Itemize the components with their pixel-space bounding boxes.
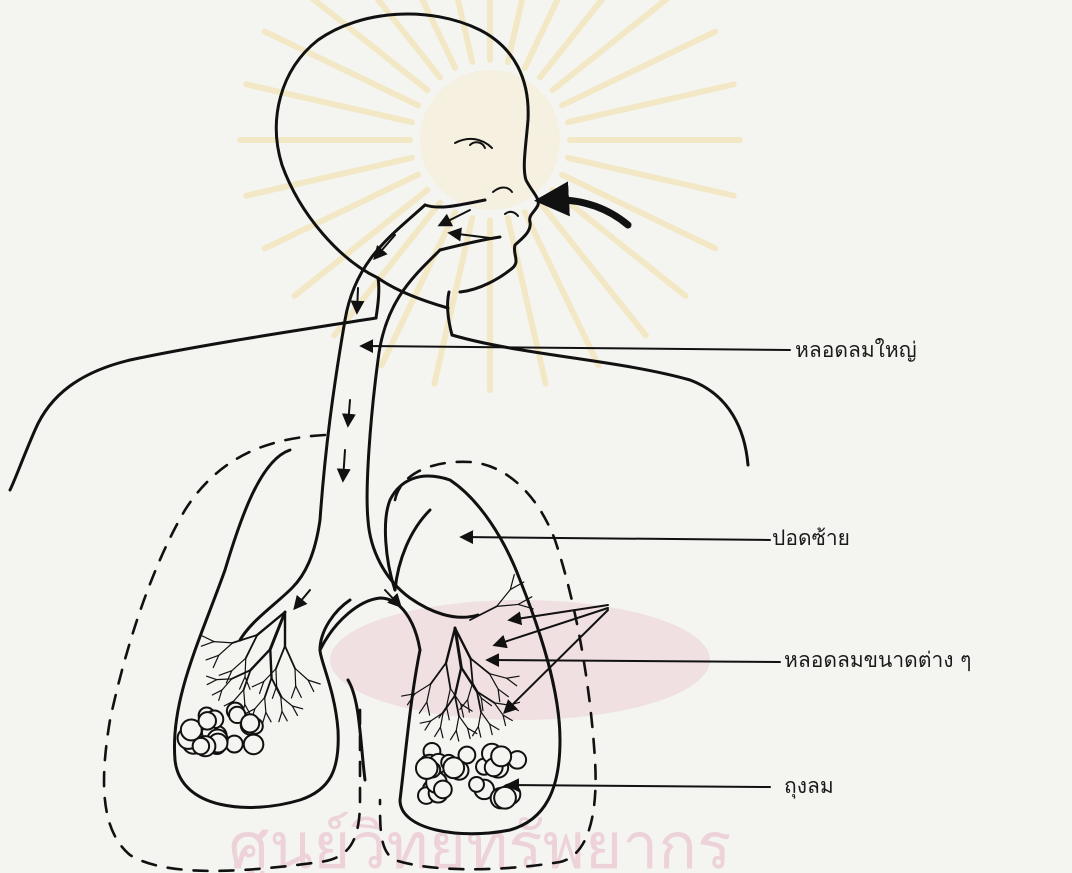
bronchus-branch (295, 668, 296, 686)
leader-alveoli (508, 785, 770, 787)
bronchus-branch (435, 727, 441, 736)
bronchi-tree-right (201, 612, 320, 723)
bronchus-branch (244, 690, 245, 705)
alveolus (491, 746, 511, 766)
bronchus-branch (245, 658, 246, 677)
bronchus-branch (272, 686, 276, 698)
bronchus-branch (450, 731, 456, 740)
bronchus-branch (276, 646, 285, 669)
bronchus-branch (285, 646, 295, 668)
heart-notch (348, 680, 365, 780)
flow-arrow-trachea-1 (357, 288, 358, 312)
bronchus-branch (214, 642, 233, 643)
bronchus-branch (265, 678, 272, 698)
bronchus-branch (232, 658, 246, 670)
alveolus (193, 738, 209, 754)
label-left-lung: ปอดซ้าย (772, 528, 850, 549)
bronchus-branch (207, 680, 217, 685)
flow-arrow-trachea-2 (348, 400, 350, 425)
bronchus-branch (222, 679, 232, 690)
bronchus-branch (263, 712, 266, 722)
bronchus-branch (456, 731, 459, 741)
leader-trachea (362, 346, 790, 350)
alveolus (443, 757, 464, 778)
bronchus-branch (456, 716, 459, 731)
bronchus-branch (234, 690, 244, 701)
bronchus-branch (276, 669, 277, 687)
shoulder-right (452, 335, 748, 465)
watermark-sunburst (240, 0, 740, 390)
alveolus (469, 777, 484, 792)
bronchus-branch (202, 636, 214, 642)
flow-arrow-trachea-3 (343, 450, 345, 480)
bronchus-branch (282, 711, 287, 720)
bronchus-branch (295, 668, 308, 680)
bronchus-branch (219, 643, 233, 655)
bronchus-branch (459, 716, 468, 728)
label-trachea: หลอดลมใหญ่ (795, 340, 917, 361)
bronchus-branch (207, 676, 217, 679)
bronchus-branch (277, 686, 283, 697)
trachea-right-wall (367, 250, 478, 617)
bronchus-branch (281, 697, 282, 712)
bronchus-branch (478, 727, 481, 737)
bronchus-branch (201, 642, 214, 647)
alveolus (199, 712, 216, 729)
bronchus-branch (264, 669, 276, 682)
bronchus-branch (217, 679, 232, 680)
lung-left-inner (395, 510, 430, 590)
bronchus-branch (255, 698, 265, 709)
alveolus (494, 787, 516, 809)
alveolus (434, 781, 452, 799)
label-bronchi: หลอดลมขนาดต่าง ๆ (784, 650, 971, 671)
bronchus-branch (279, 711, 282, 721)
shoulder-left (10, 318, 376, 490)
flow-arrow-throat (375, 235, 395, 258)
bronchus-branch (440, 727, 443, 737)
flow-arrow-bronchus-right (295, 590, 310, 608)
bronchus-branch (265, 698, 266, 713)
bronchus-branch (291, 686, 295, 698)
alveolus (244, 735, 264, 755)
bronchus-branch (250, 649, 270, 670)
alveoli-cluster-left (416, 743, 526, 809)
leader-left-lung (462, 537, 770, 540)
label-alveoli: ถุงลม (784, 776, 834, 797)
bronchus-branch (266, 712, 271, 721)
alveolus (241, 714, 259, 732)
bronchus-branch (296, 686, 302, 697)
alveolus (416, 757, 438, 779)
